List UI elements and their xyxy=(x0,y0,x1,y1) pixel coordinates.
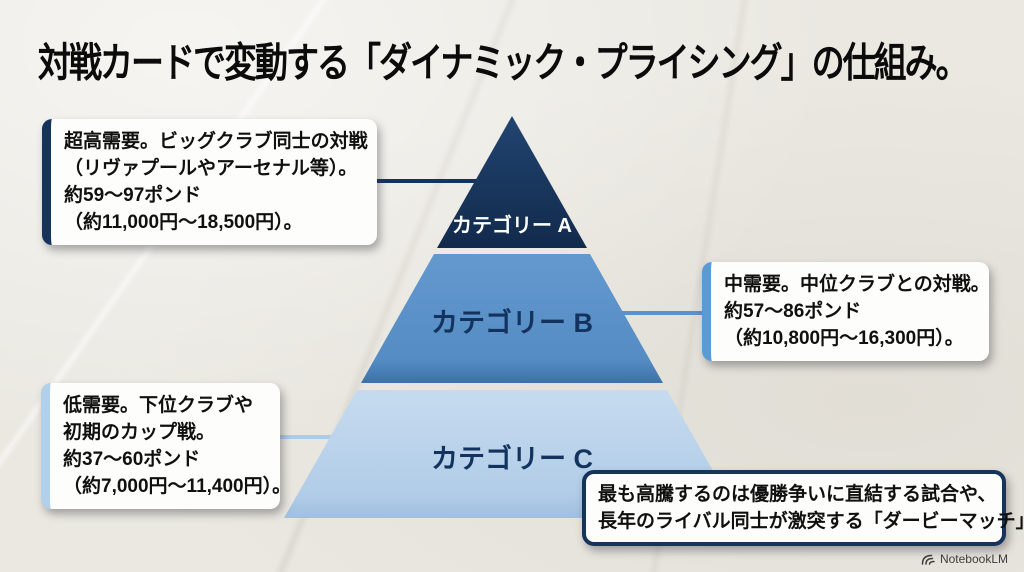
notebooklm-label: NotebookLM xyxy=(939,552,1008,566)
note-line: 最も高騰するのは優勝争いに直結する試合や、 xyxy=(598,484,997,505)
callout-line: （約7,000円〜11,400円）。 xyxy=(63,476,292,497)
callout-line: （リヴァプールやアーセナル等）。 xyxy=(64,158,358,179)
notebooklm-logo-icon xyxy=(921,554,935,565)
pyramid-tier-b-shape xyxy=(361,254,663,383)
notebooklm-watermark: NotebookLM xyxy=(921,552,1008,566)
callout-line: 約57〜86ポンド xyxy=(724,301,862,322)
callout-line: 超高需要。ビッグクラブ同士の対戦 xyxy=(64,131,368,152)
pyramid-tier-a-shape xyxy=(437,116,587,248)
callout-line: 初期のカップ戦。 xyxy=(63,422,216,443)
pyramid-tier-a-label: カテゴリー A xyxy=(452,215,572,237)
note-box-derby-match: 最も高騰するのは優勝争いに直結する試合や、 長年のライバル同士が激突する「ダービ… xyxy=(582,470,1024,546)
callout-line: 約37〜60ポンド xyxy=(63,449,201,470)
note-line: 長年のライバル同士が激突する「ダービーマッチ」。 xyxy=(598,511,1024,532)
callout-category-b: 中需要。中位クラブとの対戦。 約57〜86ポンド （約10,800円〜16,30… xyxy=(702,262,990,361)
callout-line: 低需要。下位クラブや xyxy=(63,395,254,416)
callout-line: 中需要。中位クラブとの対戦。 xyxy=(724,274,990,295)
pyramid-tier-c-label: カテゴリー C xyxy=(431,444,593,474)
pyramid-tier-b-label: カテゴリー B xyxy=(431,308,593,338)
page-title: 対戦カードで変動する「ダイナミック・プライシング」の仕組み。 xyxy=(38,39,969,85)
callout-line: （約10,800円〜16,300円）。 xyxy=(724,328,964,349)
callout-category-a: 超高需要。ビッグクラブ同士の対戦 （リヴァプールやアーセナル等）。 約59〜97… xyxy=(42,119,377,245)
callout-line: （約11,000円〜18,500円）。 xyxy=(64,212,303,233)
callout-category-c: 低需要。下位クラブや 初期のカップ戦。 約37〜60ポンド （約7,000円〜1… xyxy=(41,383,292,509)
callout-line: 約59〜97ポンド xyxy=(64,185,202,206)
